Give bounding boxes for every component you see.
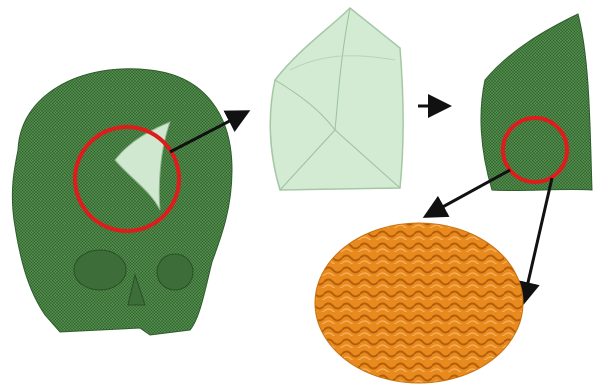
bone-segment-mesh <box>481 14 592 191</box>
arrow-mesh-to-micro-left <box>428 170 510 215</box>
trabecular-microstructure <box>315 223 523 383</box>
arrow-mesh-to-micro-right <box>524 178 552 300</box>
surface-body <box>270 8 403 190</box>
skull-left-orbit <box>74 250 126 290</box>
skull-mesh <box>12 69 232 335</box>
skull-right-orbit <box>157 254 193 290</box>
microstructure-disc <box>315 223 523 383</box>
mesh-body <box>481 14 592 191</box>
skull-cranium <box>12 69 232 335</box>
bone-segment-surface <box>270 8 403 190</box>
